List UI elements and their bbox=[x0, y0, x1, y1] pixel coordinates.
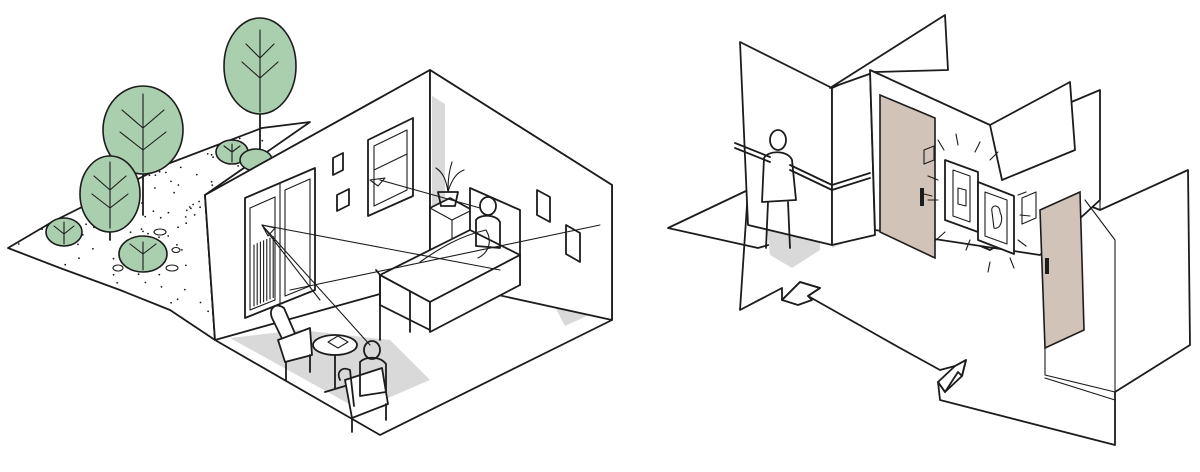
bedroom-scene bbox=[7, 17, 613, 436]
bush-left bbox=[45, 217, 83, 247]
pebbles bbox=[112, 228, 181, 272]
door-blinds bbox=[253, 236, 274, 307]
door-right bbox=[1021, 190, 1085, 350]
standing-person bbox=[761, 129, 797, 249]
highlight-rays bbox=[927, 133, 1031, 273]
armchair-left bbox=[270, 304, 313, 381]
corridor-tall-wall bbox=[829, 14, 949, 89]
resident-in-bed bbox=[475, 196, 501, 249]
display-niche-left bbox=[944, 159, 979, 233]
balcony-door bbox=[244, 167, 316, 319]
display-niche-right bbox=[977, 181, 1015, 255]
arrow-up-right bbox=[937, 359, 967, 393]
door-left bbox=[879, 93, 936, 260]
arrow-up-left bbox=[781, 281, 821, 306]
tree-mid bbox=[102, 85, 184, 216]
armchair-right-with-person bbox=[337, 340, 389, 433]
bush-front bbox=[118, 235, 168, 273]
direction-arrows bbox=[781, 281, 967, 393]
corridor-glass-wall bbox=[1044, 199, 1116, 393]
tree-tall-back bbox=[223, 17, 297, 151]
trees bbox=[45, 17, 297, 273]
tree-front bbox=[79, 155, 141, 241]
side-table bbox=[312, 334, 358, 393]
corridor-scene bbox=[667, 14, 1191, 446]
sightlines bbox=[261, 177, 601, 346]
bedroom-window bbox=[367, 117, 414, 217]
